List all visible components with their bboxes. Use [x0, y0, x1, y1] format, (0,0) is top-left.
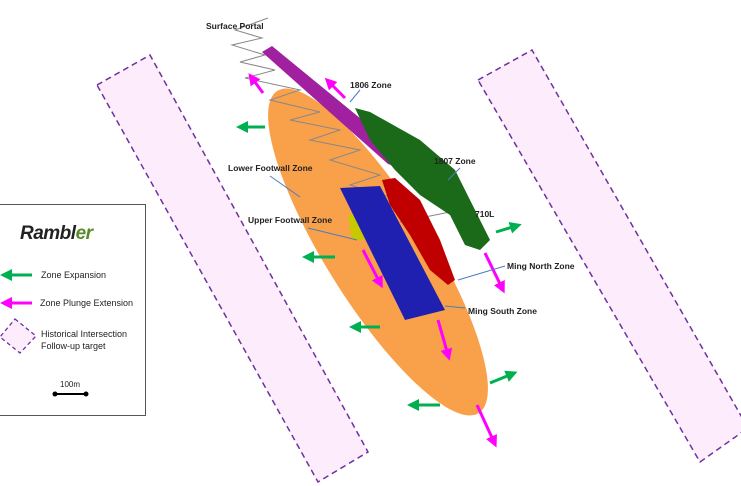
label-leaders: [269, 89, 506, 309]
plunge-arrows: [248, 73, 505, 448]
zone-1806-label: 1806 Zone: [350, 80, 392, 90]
legend-zone-plunge: Zone Plunge Extension: [40, 298, 134, 308]
legend-symbols: [0, 269, 89, 397]
target-area-left: [95, 53, 370, 484]
level-710-label: 710L: [475, 209, 495, 219]
upper-footwall-label: Upper Footwall Zone: [248, 215, 333, 225]
lower-footwall-label: Lower Footwall Zone: [228, 163, 313, 173]
legend-zone-expansion: Zone Expansion: [41, 270, 107, 280]
target-area-icon: [0, 318, 37, 354]
expansion-arrows: [236, 121, 522, 411]
zone-1807-label: 1807 Zone: [434, 156, 476, 166]
ming-north-body: [382, 178, 455, 285]
legend: Rambler Zone Expansion Zone Plunge Exten…: [0, 204, 146, 416]
scale-label: 100m: [60, 380, 81, 389]
ming-north-label: Ming North Zone: [507, 261, 575, 271]
surface-portal-label: Surface Portal: [206, 21, 264, 31]
ming-south-label: Ming South Zone: [468, 306, 537, 316]
rambler-logo: Rambler: [20, 223, 93, 244]
ming-south-body: [340, 186, 445, 320]
target-area-right: [476, 48, 741, 464]
zone-1807-body: [355, 108, 490, 250]
legend-historical-line1: Historical Intersection: [41, 329, 128, 339]
upper-footwall-body: [348, 212, 365, 240]
legend-historical-line2: Follow-up target: [41, 341, 106, 351]
